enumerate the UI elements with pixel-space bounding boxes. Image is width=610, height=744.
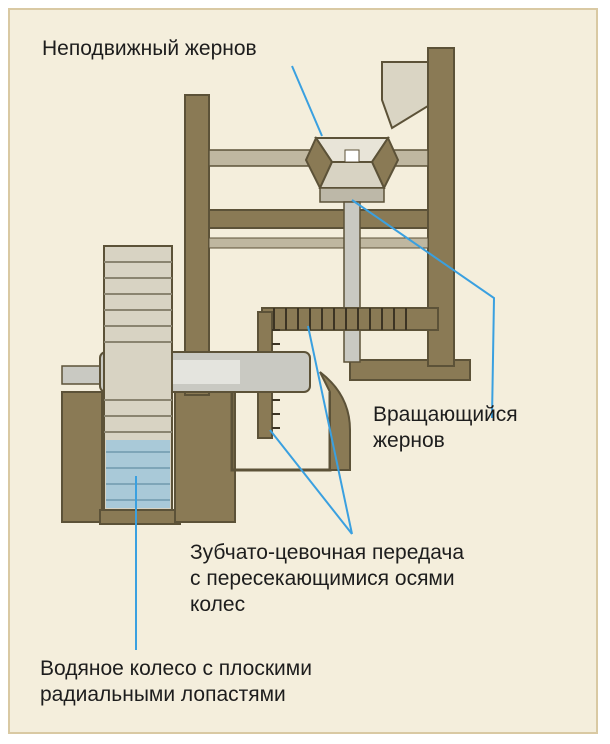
leader-lines <box>135 65 496 650</box>
label-water-wheel: Водяное колесо с плоскими радиальными ло… <box>40 657 312 706</box>
horizontal-shaft <box>61 351 311 393</box>
crown-gear <box>257 307 439 439</box>
ground <box>61 359 471 525</box>
water-wheel <box>103 245 173 511</box>
millstones <box>304 135 400 203</box>
label-rotating-millstone: Вращающийся жернов <box>373 403 518 452</box>
leader-fixed-stone <box>291 65 323 137</box>
label-gear-transmission: Зубчато-цевочная передача с пересекающим… <box>190 541 465 616</box>
hopper <box>381 61 429 130</box>
leader-rotating-stone <box>351 199 496 419</box>
leader-gear-2 <box>269 429 353 535</box>
vertical-spindle <box>343 201 361 363</box>
label-fixed-millstone: Неподвижный жернов <box>42 37 257 60</box>
leader-gear-1 <box>307 325 353 535</box>
